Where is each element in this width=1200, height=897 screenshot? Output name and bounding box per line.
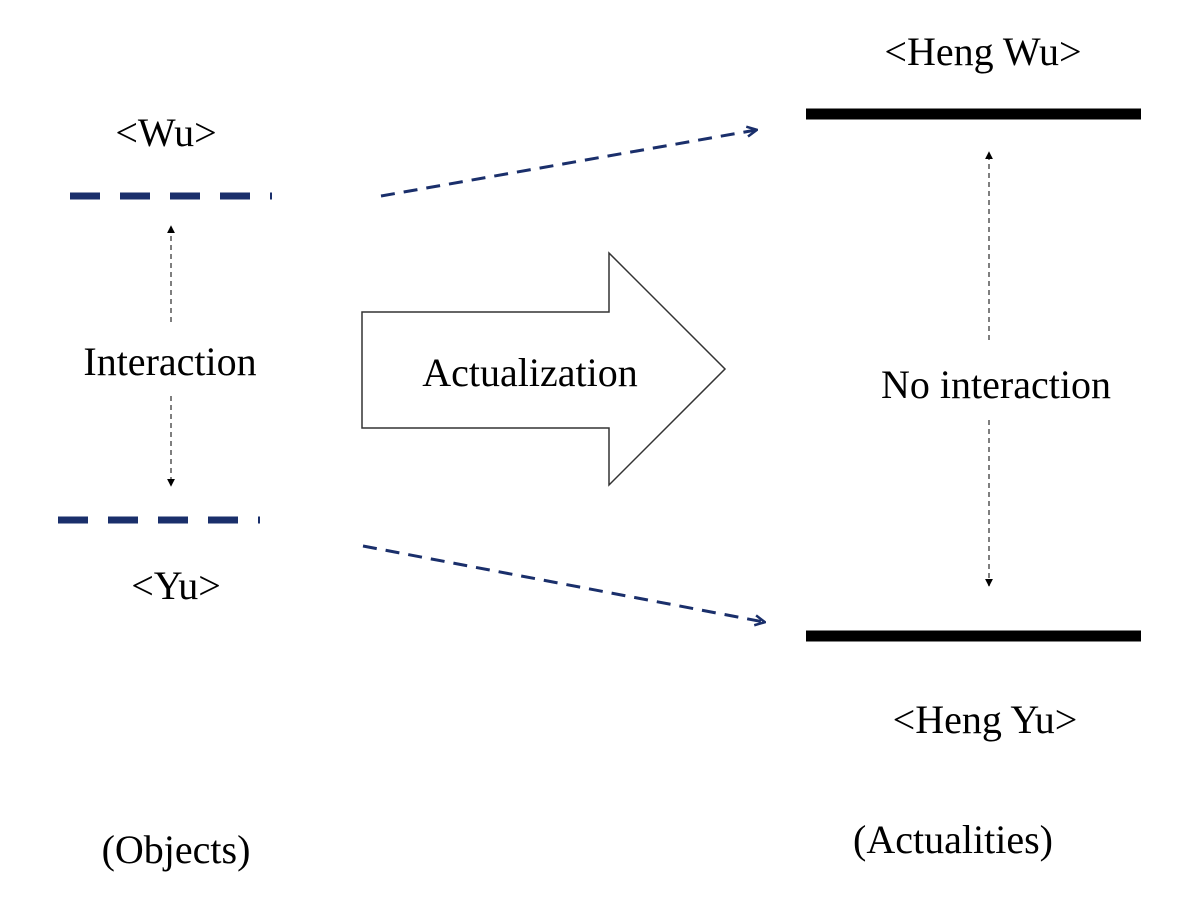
objects-caption: (Objects) [101,827,251,872]
heng-wu-label: <Heng Wu> [884,29,1082,74]
interaction-label: Interaction [79,342,261,382]
heng-yu-label: <Heng Yu> [892,697,1078,742]
wu-label: <Wu> [115,110,217,155]
actualization-label: Actualization [422,350,638,395]
actualization-block-arrow [361,251,727,487]
yu-to-heng-yu-arrow [362,544,764,622]
actualities-caption: (Actualities) [853,817,1053,862]
no-interaction-label: No interaction [877,365,1115,405]
yu-label: <Yu> [131,563,221,608]
wu-to-heng-wu-arrow [380,130,756,198]
